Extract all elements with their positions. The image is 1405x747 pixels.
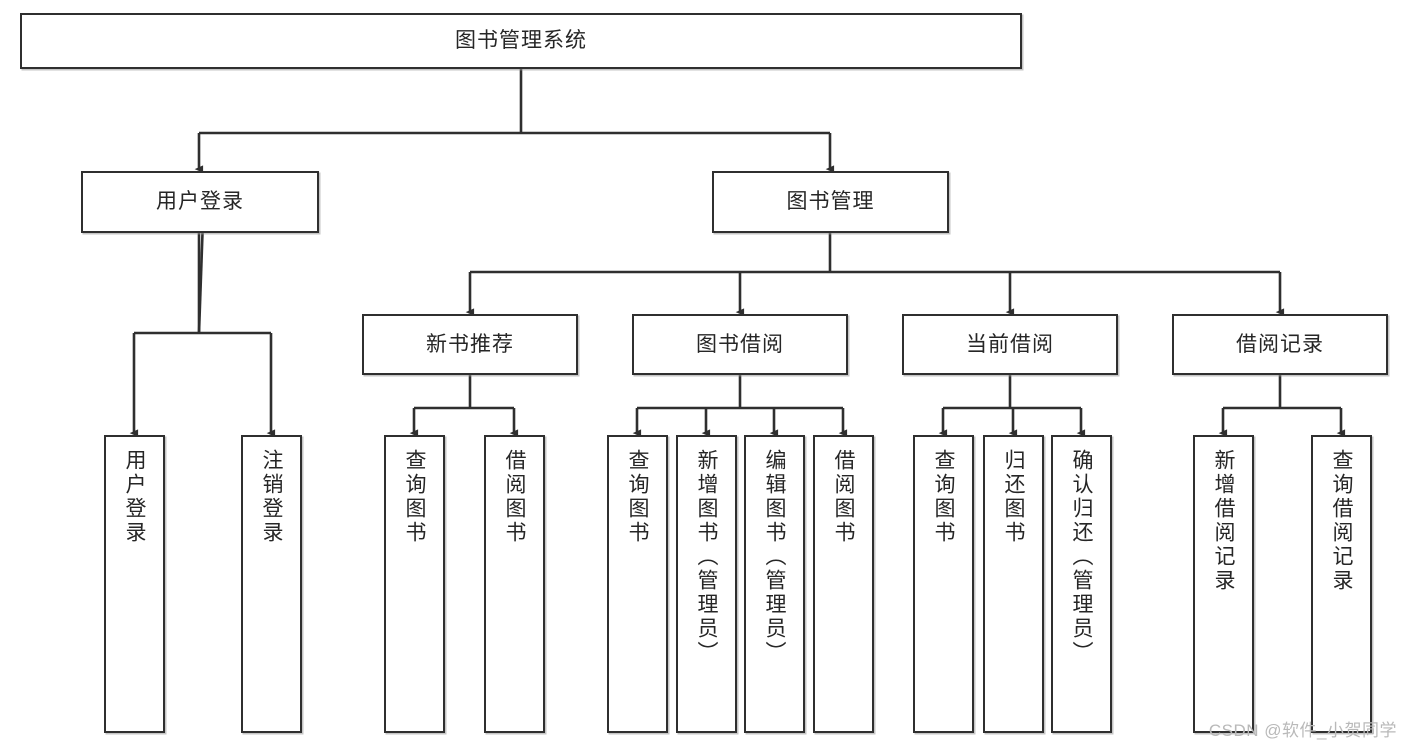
leaf-add-borrow-record[interactable]: 新增借阅记录 <box>1193 435 1254 733</box>
leaf-confirm-return[interactable]: 确认归还（管理员） <box>1051 435 1112 733</box>
leaf-query-book-current-label: 查询图书 <box>932 449 955 545</box>
leaf-return-book[interactable]: 归还图书 <box>983 435 1044 733</box>
leaf-borrow-book-label: 借阅图书 <box>832 449 855 545</box>
leaf-query-borrow-record-label: 查询借阅记录 <box>1330 449 1353 593</box>
leaf-logout-login-label: 注销登录 <box>260 449 283 545</box>
node-user-login-label: 用户登录 <box>156 190 244 214</box>
leaf-edit-book[interactable]: 编辑图书（管理员） <box>744 435 805 733</box>
node-borrow-record-label: 借阅记录 <box>1236 332 1324 356</box>
node-book-borrow[interactable]: 图书借阅 <box>632 314 848 375</box>
leaf-query-book-borrow-label: 查询图书 <box>626 449 649 545</box>
node-new-book-recommend[interactable]: 新书推荐 <box>362 314 578 375</box>
leaf-query-book-current[interactable]: 查询图书 <box>913 435 974 733</box>
leaf-query-book-rec[interactable]: 查询图书 <box>384 435 445 733</box>
csdn-watermark: CSDN @软件_小贺同学 <box>1208 721 1397 740</box>
node-current-borrow[interactable]: 当前借阅 <box>902 314 1118 375</box>
leaf-edit-book-label: 编辑图书（管理员） <box>763 449 786 665</box>
node-root[interactable]: 图书管理系统 <box>20 13 1022 69</box>
leaf-query-book-borrow[interactable]: 查询图书 <box>607 435 668 733</box>
node-book-manage-label: 图书管理 <box>786 190 875 214</box>
leaf-user-login[interactable]: 用户登录 <box>104 435 165 733</box>
node-book-borrow-label: 图书借阅 <box>696 332 784 356</box>
leaf-add-book-label: 新增图书（管理员） <box>695 449 718 665</box>
leaf-logout-login[interactable]: 注销登录 <box>241 435 302 733</box>
leaf-return-book-label: 归还图书 <box>1002 449 1025 545</box>
node-root-label: 图书管理系统 <box>455 29 587 53</box>
leaf-borrow-book-rec[interactable]: 借阅图书 <box>484 435 545 733</box>
leaf-add-book[interactable]: 新增图书（管理员） <box>676 435 737 733</box>
node-current-borrow-label: 当前借阅 <box>966 332 1054 356</box>
leaf-confirm-return-label: 确认归还（管理员） <box>1070 449 1093 665</box>
node-user-login[interactable]: 用户登录 <box>81 171 319 233</box>
node-borrow-record[interactable]: 借阅记录 <box>1172 314 1388 375</box>
leaf-add-borrow-record-label: 新增借阅记录 <box>1212 449 1235 593</box>
leaf-query-borrow-record[interactable]: 查询借阅记录 <box>1311 435 1372 733</box>
leaf-borrow-book[interactable]: 借阅图书 <box>813 435 874 733</box>
leaf-query-book-rec-label: 查询图书 <box>403 449 426 545</box>
node-book-manage[interactable]: 图书管理 <box>712 171 949 233</box>
node-new-book-recommend-label: 新书推荐 <box>426 332 514 356</box>
leaf-borrow-book-rec-label: 借阅图书 <box>503 449 526 545</box>
leaf-user-login-label: 用户登录 <box>123 449 146 545</box>
